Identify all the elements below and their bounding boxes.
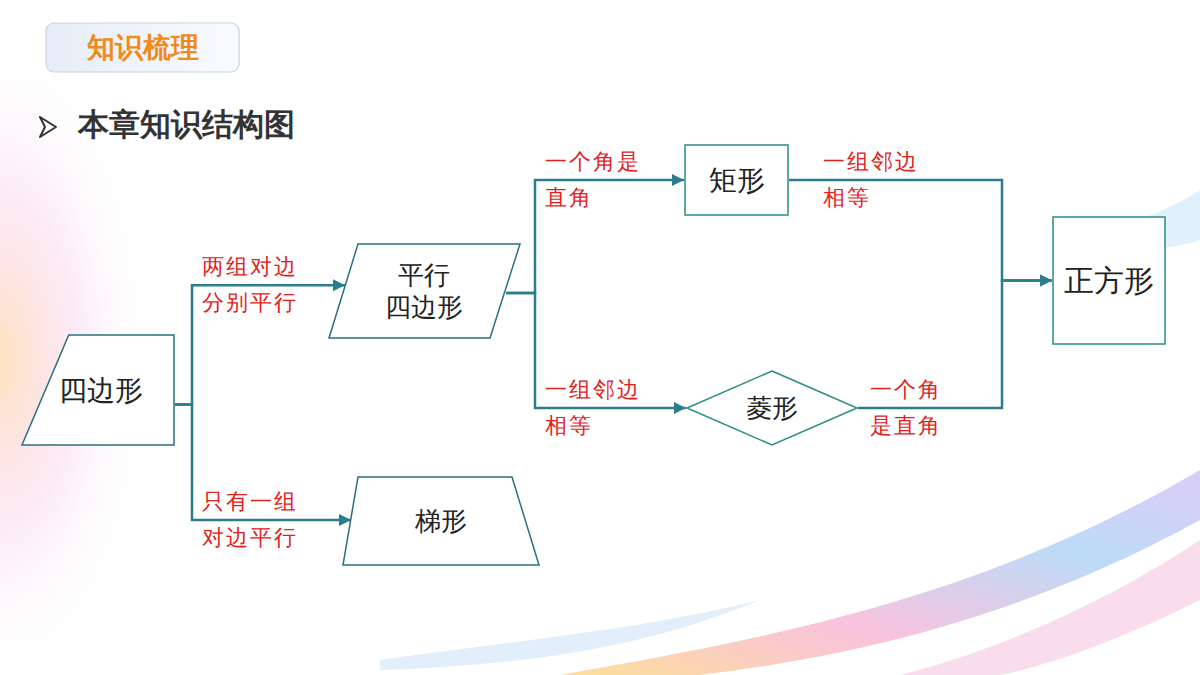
shape-outline-path — [329, 244, 520, 338]
condition-label: 只有一组 对边平行 — [202, 484, 298, 556]
shape-outline-path — [1053, 217, 1165, 344]
shape-outline-path — [22, 335, 174, 445]
condition-label: 两组对边 分别平行 — [202, 249, 298, 321]
shape-name: 正方形 — [1064, 262, 1154, 300]
shape-outline-path — [685, 145, 788, 215]
parallelogram-node: 平行 四边形 — [328, 243, 521, 339]
square-node: 正方形 — [1052, 216, 1166, 345]
pale-swoosh — [380, 600, 760, 670]
condition-label: 一个角 是直角 — [870, 372, 942, 444]
shape-outline — [328, 243, 521, 339]
rhombus-node: 菱形 — [686, 370, 858, 446]
quadrilateral-node: 四边形 — [21, 334, 175, 446]
condition-label: 一组邻边 相等 — [823, 144, 919, 216]
section-tab: 知识梳理 — [45, 22, 240, 73]
left-glow — [0, 80, 260, 640]
connector-arrow — [506, 180, 684, 293]
rainbow-swoosh — [560, 470, 1200, 675]
shape-outline-path — [343, 477, 539, 565]
condition-label: 一个角是 直角 — [545, 144, 641, 216]
shape-name: 平行 四边形 — [382, 259, 468, 324]
shape-outline-path — [46, 23, 239, 72]
shape-name: 梯形 — [415, 505, 467, 538]
shape-name: 菱形 — [746, 392, 798, 425]
trapezoid-node: 梯形 — [342, 476, 540, 566]
shape-outline-path — [687, 371, 857, 445]
section-label: 知识梳理 — [87, 30, 199, 65]
bullet-arrow — [40, 117, 56, 137]
rectangle-node: 矩形 — [684, 144, 789, 216]
condition-label: 一组邻边 相等 — [545, 372, 641, 444]
shape-name: 矩形 — [709, 163, 765, 198]
shape-name: 四边形 — [59, 373, 143, 408]
rainbow-swoosh — [900, 540, 1200, 675]
chapter-title: 本章知识结构图 — [78, 104, 295, 146]
